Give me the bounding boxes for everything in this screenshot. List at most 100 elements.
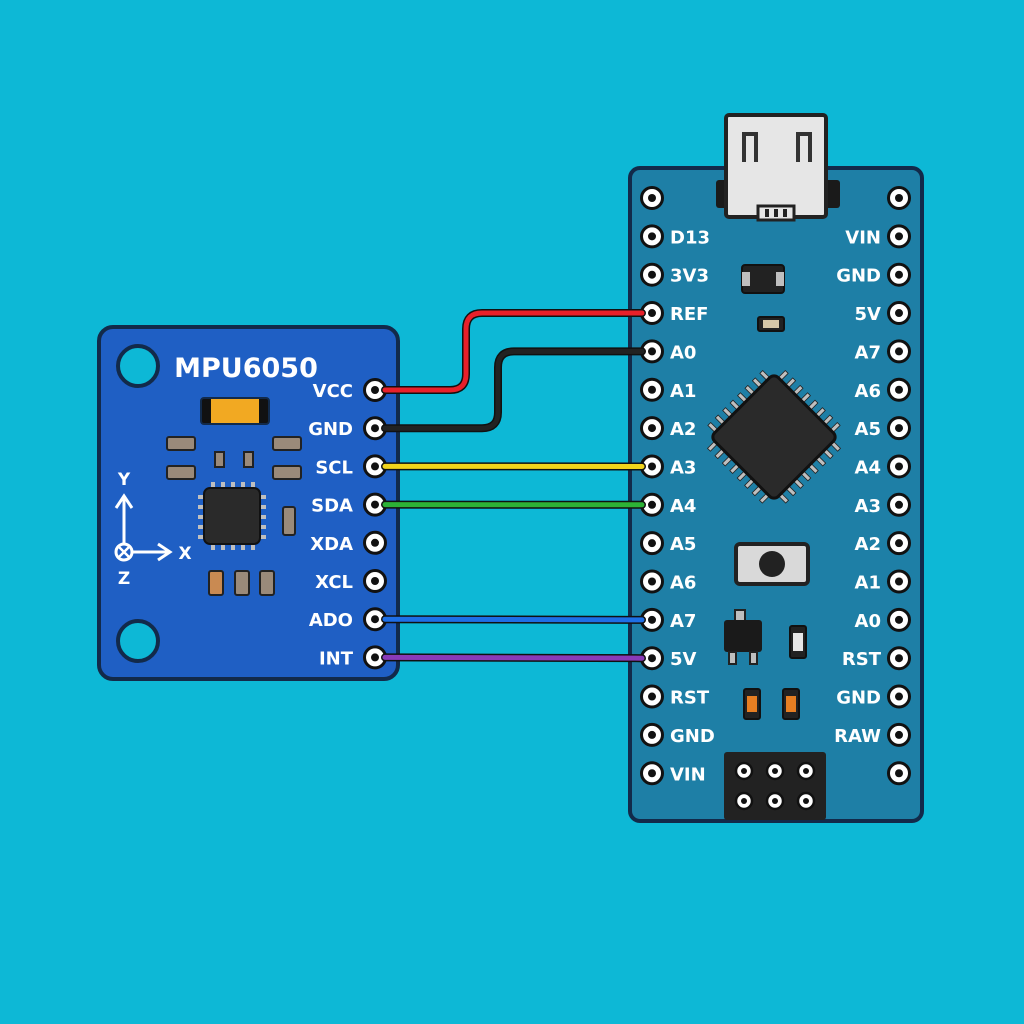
axis-indicator: Y X Z xyxy=(114,470,192,589)
wire-gnd-to-a0 xyxy=(381,347,646,433)
wires xyxy=(381,309,646,663)
mcu-left-pin-gnd[interactable]: GND xyxy=(640,722,715,747)
mcu-pin-label: REF xyxy=(670,304,708,325)
mcu-pin-label: RST xyxy=(842,649,882,670)
axis-label-y: Y xyxy=(117,470,131,490)
mcu-left-pin-rst[interactable]: RST xyxy=(640,684,710,709)
mpu6050-module: MPU6050 Y xyxy=(97,325,400,681)
mcu-pin-label: D13 xyxy=(670,227,710,248)
sensor-pin-xcl[interactable]: XCL xyxy=(315,569,387,594)
mcu-right-pin-rst[interactable]: RST xyxy=(842,646,911,671)
mcu-pin-label: A1 xyxy=(670,381,696,402)
mounting-hole xyxy=(116,344,160,388)
mcu-right-pin-unlabeled[interactable] xyxy=(887,186,911,210)
mcu-right-pin-a3[interactable]: A3 xyxy=(855,492,911,517)
mcu-left-pin-ref[interactable]: REF xyxy=(640,301,709,326)
sensor-pin-label: SCL xyxy=(315,457,353,478)
sensor-pin-vcc[interactable]: VCC xyxy=(313,378,387,403)
mcu-pin-label: A0 xyxy=(670,342,696,363)
mcu-pin-label: A7 xyxy=(670,611,696,632)
mcu-pin-label: A3 xyxy=(670,457,696,478)
mcu-right-pin-a6[interactable]: A6 xyxy=(855,377,911,402)
mcu-pin-label: A7 xyxy=(855,342,881,363)
mcu-left-pin-a4[interactable]: A4 xyxy=(640,492,697,517)
reset-button[interactable] xyxy=(734,542,810,586)
mcu-left-pin-a6[interactable]: A6 xyxy=(640,569,697,594)
mcu-pin-label: A6 xyxy=(670,573,696,594)
mcu-right-pin-5v[interactable]: 5V xyxy=(855,301,911,326)
mcu-pin-label: RST xyxy=(670,688,710,709)
mcu-left-pin-5v[interactable]: 5V xyxy=(640,646,697,671)
sensor-pin-gnd[interactable]: GND xyxy=(308,416,387,441)
sensor-pin-xda[interactable]: XDA xyxy=(310,530,387,555)
wire-vcc-to-ref xyxy=(381,309,646,394)
mcu-right-pin-gnd[interactable]: GND xyxy=(836,262,911,287)
mcu-pin-label: A4 xyxy=(670,496,696,517)
mcu-pin-label: 5V xyxy=(670,649,697,670)
mcu-left-pin-a2[interactable]: A2 xyxy=(640,416,697,441)
mcu-right-pin-a0[interactable]: A0 xyxy=(855,607,911,632)
mcu-pin-label: A0 xyxy=(855,611,881,632)
mcu-right-pin-vin[interactable]: VIN xyxy=(845,224,911,249)
sensor-pin-scl[interactable]: SCL xyxy=(315,454,387,479)
mounting-hole xyxy=(116,619,160,663)
mcu-pin-label: VIN xyxy=(845,227,881,248)
mcu-left-pin-d13[interactable]: D13 xyxy=(640,224,711,249)
mcu-pin-label: A5 xyxy=(855,419,881,440)
mcu-pin-label: A2 xyxy=(670,419,696,440)
mcu-pin-label: A3 xyxy=(855,496,881,517)
mcu-left-pin-a3[interactable]: A3 xyxy=(640,454,697,479)
mcu-right-pin-a5[interactable]: A5 xyxy=(855,416,911,441)
mcu-smd-components xyxy=(741,264,807,720)
mcu-right-pin-raw[interactable]: RAW xyxy=(834,722,911,747)
mcu-right-pin-a1[interactable]: A1 xyxy=(855,569,911,594)
sensor-pin-label: XDA xyxy=(310,534,353,555)
sensor-title: MPU6050 xyxy=(174,353,318,384)
voltage-regulator xyxy=(724,609,762,665)
wire-int-to-5v xyxy=(381,653,646,663)
mcu-left-pin-unlabeled[interactable] xyxy=(640,186,664,210)
mcu-left-pin-vin[interactable]: VIN xyxy=(640,761,706,786)
sensor-pin-sda[interactable]: SDA xyxy=(311,492,387,517)
axis-label-z: Z xyxy=(118,569,130,589)
sensor-pin-label: VCC xyxy=(313,381,353,402)
sensor-pin-label: INT xyxy=(319,648,354,669)
mcu-pin-label: RAW xyxy=(834,726,881,747)
mcu-pin-label: GND xyxy=(836,688,881,709)
icsp-header xyxy=(724,752,826,820)
mcu-right-pin-gnd[interactable]: GND xyxy=(836,684,911,709)
mcu-pin-label: GND xyxy=(836,266,881,287)
sensor-pin-ado[interactable]: ADO xyxy=(309,607,387,632)
mcu-pin-label: VIN xyxy=(670,764,706,785)
capacitor-body xyxy=(211,399,259,423)
mcu-right-pin-a4[interactable]: A4 xyxy=(855,454,911,479)
mcu-right-pin-a7[interactable]: A7 xyxy=(855,339,911,364)
mcu-pin-label: 5V xyxy=(855,304,882,325)
mcu-pin-label: A5 xyxy=(670,534,696,555)
mcu-left-pin-a1[interactable]: A1 xyxy=(640,377,697,402)
wire-ado-to-a7 xyxy=(381,615,646,624)
mcu-left-pin-a7[interactable]: A7 xyxy=(640,607,697,632)
mcu-right-pin-unlabeled[interactable] xyxy=(887,761,911,786)
usb-connector xyxy=(716,113,840,222)
smd-components xyxy=(166,436,302,596)
mpu-chip xyxy=(198,482,266,550)
mcu-pin-label: A2 xyxy=(855,534,881,555)
mcu-left-pin-3v3[interactable]: 3V3 xyxy=(640,262,709,287)
mcu-right-pin-a2[interactable]: A2 xyxy=(855,531,911,556)
mcu-pin-label: GND xyxy=(670,726,715,747)
sensor-pin-label: ADO xyxy=(309,610,353,631)
axis-label-x: X xyxy=(178,544,191,564)
sensor-pin-label: GND xyxy=(308,419,353,440)
sensor-pin-label: XCL xyxy=(315,572,353,593)
mcu-pin-label: 3V3 xyxy=(670,266,709,287)
mcu-left-pin-a5[interactable]: A5 xyxy=(640,531,697,556)
mcu-pin-label: A4 xyxy=(855,457,881,478)
mcu-chip xyxy=(706,369,842,504)
mcu-pin-label: A6 xyxy=(855,381,881,402)
mcu-pin-label: A1 xyxy=(855,573,881,594)
sensor-pin-int[interactable]: INT xyxy=(319,645,387,670)
sensor-pin-label: SDA xyxy=(311,496,353,517)
